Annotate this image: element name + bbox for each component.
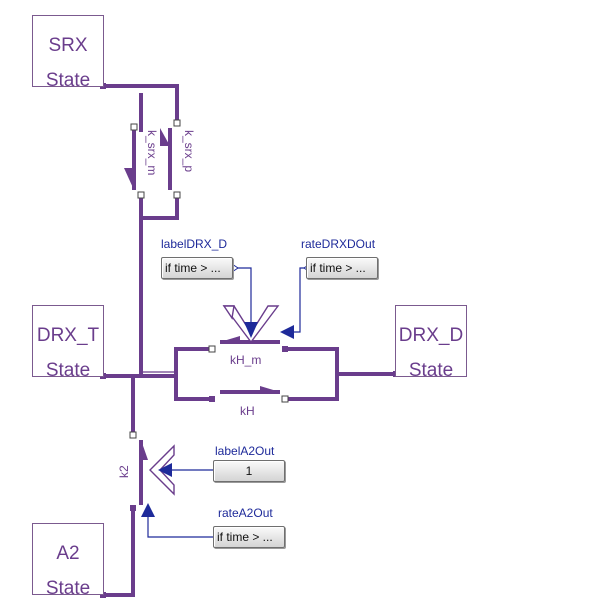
connector-ports xyxy=(129,119,289,439)
port-square xyxy=(208,345,216,353)
param-labeldrx_d-value[interactable]: if time > ... xyxy=(161,257,233,279)
param-ratea2out-name: rateA2Out xyxy=(218,506,273,520)
state-drx_d-kind: State xyxy=(408,360,454,381)
port-square xyxy=(173,191,181,199)
arrow-up-icon xyxy=(141,503,155,517)
wire-k_srx_p-bottom xyxy=(139,193,179,220)
port-square xyxy=(130,123,138,131)
port-square xyxy=(100,592,106,598)
reaction-k_srx_m-label[interactable]: k_srx_m xyxy=(145,130,159,176)
wire-kh-left xyxy=(174,374,214,401)
port-square xyxy=(281,395,289,403)
state-a2[interactable]: A2 State xyxy=(32,523,104,599)
port-square xyxy=(137,191,145,199)
port-square xyxy=(173,119,181,127)
state-drx_d-name: DRX_D xyxy=(398,325,464,346)
reaction-kh_m-arrow xyxy=(220,336,280,344)
state-srx-kind: State xyxy=(45,70,91,91)
arrow-down-icon xyxy=(244,322,258,338)
port-square xyxy=(282,346,288,352)
state-srx[interactable]: SRX State xyxy=(32,15,104,91)
param-labela2out-name: labelA2Out xyxy=(215,444,275,458)
reaction-k2-arrow xyxy=(139,440,148,505)
reaction-k_srx_p-label[interactable]: k_srx_p xyxy=(182,130,196,173)
reaction-kh-label[interactable]: kH xyxy=(240,404,255,418)
port-square xyxy=(129,431,137,439)
control-ratea2out xyxy=(147,510,214,538)
wire-k2-a2 xyxy=(101,506,135,597)
state-srx-name: SRX xyxy=(48,35,88,56)
param-ratea2out-value[interactable]: if time > ... xyxy=(213,526,285,548)
state-drx_d[interactable]: DRX_D State xyxy=(395,305,467,381)
state-drx_t[interactable]: DRX_T State xyxy=(32,305,104,381)
param-ratedrxdout-name: rateDRXDOut xyxy=(301,237,376,251)
control-labeldrx_d xyxy=(234,267,252,328)
kh_m-arrowhead-icon xyxy=(222,305,280,344)
reaction-k2-label[interactable]: k2 xyxy=(117,465,131,478)
reaction-kh-arrow xyxy=(220,386,280,394)
state-a2-kind: State xyxy=(45,578,91,599)
arrow-left-icon xyxy=(280,325,294,339)
reaction-kh_m-label[interactable]: kH_m xyxy=(230,353,262,367)
port-square xyxy=(209,396,215,402)
param-labeldrx_d-name: labelDRX_D xyxy=(161,237,228,251)
wire-kh-right xyxy=(284,347,339,401)
state-a2-name: A2 xyxy=(56,543,80,564)
flow-wires xyxy=(101,84,398,597)
wire-srx-bus xyxy=(101,84,179,125)
param-labela2out-value[interactable]: 1 xyxy=(213,460,285,482)
reaction-k_srx_p-arrow xyxy=(160,128,172,190)
state-drx_t-kind: State xyxy=(45,360,91,381)
arrow-left-icon xyxy=(158,463,172,477)
control-arrowheads xyxy=(141,322,294,517)
port-square xyxy=(130,505,136,511)
state-drx_t-name: DRX_T xyxy=(36,325,100,346)
reaction-k_srx_m-arrow xyxy=(124,130,136,190)
control-ratedrxdout xyxy=(287,267,307,333)
wire-kh_m-left xyxy=(174,347,214,378)
param-ratedrxdout-value[interactable]: if time > ... xyxy=(306,257,378,279)
